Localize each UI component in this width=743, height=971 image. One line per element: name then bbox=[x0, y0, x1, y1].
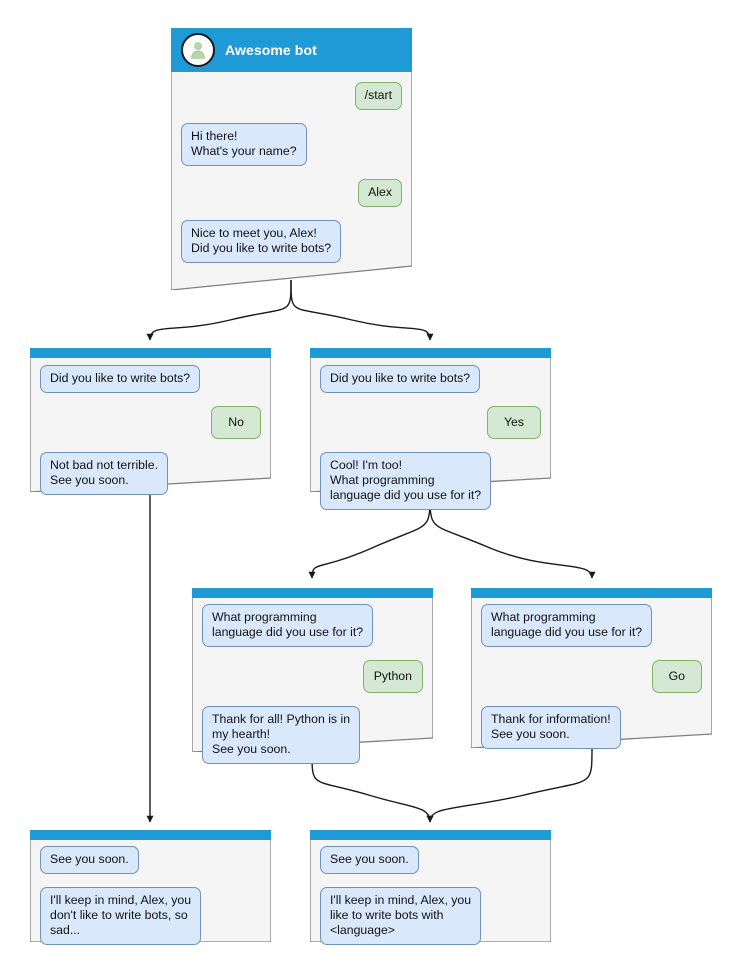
node-end-no[interactable]: See you soon. I'll keep in mind, Alex, y… bbox=[30, 830, 271, 945]
bot-message-bubble[interactable]: Did you like to write bots? bbox=[320, 365, 481, 393]
user-message-bubble[interactable]: Alex bbox=[358, 179, 402, 207]
user-message-bubble[interactable]: No bbox=[211, 406, 261, 439]
message-row: /start bbox=[181, 82, 402, 110]
message-row: Alex bbox=[181, 179, 402, 207]
message-row: See you soon. bbox=[320, 846, 541, 874]
python-branch-chat-area: What programming language did you use fo… bbox=[192, 598, 433, 764]
no-branch-header-bar bbox=[30, 348, 271, 358]
bot-message-bubble[interactable]: Thank for information! See you soon. bbox=[481, 706, 621, 749]
message-row: What programming language did you use fo… bbox=[202, 604, 423, 647]
message-row: I'll keep in mind, Alex, you like to wri… bbox=[320, 887, 541, 945]
root-header-bar: Awesome bot bbox=[171, 28, 412, 72]
message-row: No bbox=[40, 406, 261, 439]
user-message-bubble[interactable]: /start bbox=[354, 82, 402, 110]
message-row: Did you like to write bots? bbox=[320, 365, 541, 393]
bot-message-bubble[interactable]: Cool! I'm too! What programming language… bbox=[320, 452, 492, 510]
no-branch-chat-area: Did you like to write bots? No Not bad n… bbox=[30, 358, 271, 495]
message-row: Not bad not terrible. See you soon. bbox=[40, 452, 261, 495]
bot-message-bubble[interactable]: Hi there! What's your name? bbox=[181, 123, 307, 166]
connector-go-to-end bbox=[426, 747, 593, 823]
message-row: Python bbox=[202, 660, 423, 693]
bot-message-bubble[interactable]: What programming language did you use fo… bbox=[481, 604, 653, 647]
bot-message-bubble[interactable]: Not bad not terrible. See you soon. bbox=[40, 452, 169, 495]
message-row: What programming language did you use fo… bbox=[481, 604, 702, 647]
node-end-yes[interactable]: See you soon. I'll keep in mind, Alex, y… bbox=[310, 830, 551, 945]
node-python-branch[interactable]: What programming language did you use fo… bbox=[192, 588, 433, 764]
bot-message-bubble[interactable]: Nice to meet you, Alex! Did you like to … bbox=[181, 220, 342, 263]
message-row: Cool! I'm too! What programming language… bbox=[320, 452, 541, 510]
message-row: Did you like to write bots? bbox=[40, 365, 261, 393]
user-message-bubble[interactable]: Python bbox=[362, 660, 423, 693]
python-branch-header-bar bbox=[192, 588, 433, 598]
bot-name-label: Awesome bot bbox=[225, 42, 317, 58]
root-chat-area: /start Hi there! What's your name? Alex … bbox=[171, 72, 412, 263]
end-no-header-bar bbox=[30, 830, 271, 840]
node-go-branch[interactable]: What programming language did you use fo… bbox=[471, 588, 712, 749]
bot-message-bubble[interactable]: I'll keep in mind, Alex, you don't like … bbox=[40, 887, 202, 945]
message-row: Nice to meet you, Alex! Did you like to … bbox=[181, 220, 402, 263]
user-message-bubble[interactable]: Go bbox=[651, 660, 702, 693]
bot-message-bubble[interactable]: See you soon. bbox=[40, 846, 139, 874]
message-row: Thank for all! Python is in my hearth! S… bbox=[202, 706, 423, 764]
bot-message-bubble[interactable]: See you soon. bbox=[320, 846, 419, 874]
end-yes-chat-area: See you soon. I'll keep in mind, Alex, y… bbox=[310, 840, 551, 945]
message-row: Thank for information! See you soon. bbox=[481, 706, 702, 749]
message-row: Go bbox=[481, 660, 702, 693]
user-avatar-icon bbox=[181, 33, 215, 67]
message-row: Hi there! What's your name? bbox=[181, 123, 402, 166]
bot-message-bubble[interactable]: Did you like to write bots? bbox=[40, 365, 201, 393]
message-row: I'll keep in mind, Alex, you don't like … bbox=[40, 887, 261, 945]
message-row: See you soon. bbox=[40, 846, 261, 874]
go-branch-chat-area: What programming language did you use fo… bbox=[471, 598, 712, 749]
node-yes-branch[interactable]: Did you like to write bots? Yes Cool! I'… bbox=[310, 348, 551, 510]
node-no-branch[interactable]: Did you like to write bots? No Not bad n… bbox=[30, 348, 271, 495]
bot-message-bubble[interactable]: Thank for all! Python is in my hearth! S… bbox=[202, 706, 361, 764]
node-root[interactable]: Awesome bot /start Hi there! What's your… bbox=[171, 28, 412, 290]
message-row: Yes bbox=[320, 406, 541, 439]
user-message-bubble[interactable]: Yes bbox=[486, 406, 541, 439]
go-branch-header-bar bbox=[471, 588, 712, 598]
end-yes-header-bar bbox=[310, 830, 551, 840]
bot-message-bubble[interactable]: What programming language did you use fo… bbox=[202, 604, 374, 647]
yes-branch-header-bar bbox=[310, 348, 551, 358]
end-no-chat-area: See you soon. I'll keep in mind, Alex, y… bbox=[30, 840, 271, 945]
yes-branch-chat-area: Did you like to write bots? Yes Cool! I'… bbox=[310, 358, 551, 510]
bot-message-bubble[interactable]: I'll keep in mind, Alex, you like to wri… bbox=[320, 887, 482, 945]
